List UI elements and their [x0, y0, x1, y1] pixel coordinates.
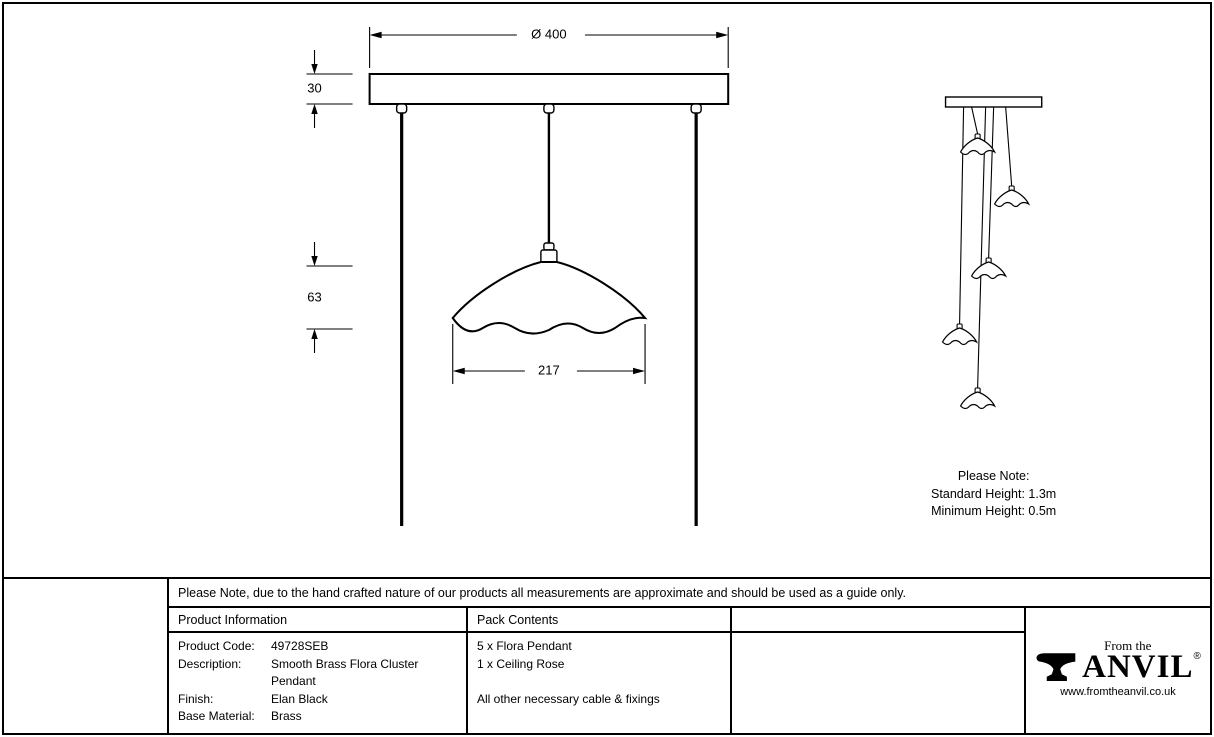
pack-contents-note: All other necessary cable & fixings [477, 691, 660, 706]
product-info-column: Product Information Product Code: 49728S… [169, 608, 468, 733]
pendant-cables [400, 113, 698, 526]
cable-grip-left [395, 103, 408, 114]
empty-column [732, 608, 1026, 733]
company-website: www.fromtheanvil.co.uk [1060, 686, 1176, 699]
mini-pendant-2 [994, 185, 1030, 208]
dim-plate-thickness-label: 30 [307, 80, 321, 95]
info-table: Product Information Product Code: 49728S… [169, 608, 1210, 733]
ceiling-plate [368, 73, 730, 114]
logo-cell: From the ANVIL® www.fromtheanvil.co.uk [1026, 608, 1210, 733]
registered-trademark: ® [1193, 650, 1201, 662]
technical-drawing: Ø 400 30 [306, 26, 1056, 526]
mini-pendant-3 [971, 257, 1007, 280]
pack-contents-body: 5 x Flora Pendant 1 x Ceiling Rose All o… [468, 633, 730, 708]
height-note-title: Please Note: [958, 469, 1030, 483]
disclaimer-bar: Please Note, due to the hand crafted nat… [169, 579, 1210, 608]
anvil-icon [1035, 647, 1077, 683]
mini-pendant-5 [959, 387, 996, 410]
dimension-shade-width: 217 [452, 324, 646, 384]
pack-item: 1 x Ceiling Rose [477, 656, 565, 671]
cable-grip-center [543, 103, 555, 114]
dim-shade-width-label: 217 [538, 362, 560, 377]
title-block: Please Note, due to the hand crafted nat… [4, 577, 1210, 733]
flora-shade-profile [451, 261, 648, 335]
cluster-illustration [941, 96, 1043, 410]
product-code-value: 49728SEB [271, 639, 329, 653]
description-row: Description: Smooth Brass Flora Cluster … [178, 656, 466, 691]
height-note: Please Note: Standard Height: 1.3m Minim… [931, 469, 1056, 518]
pack-item: 5 x Flora Pendant [477, 639, 572, 653]
dim-diameter-label: Ø 400 [531, 26, 566, 41]
flora-pendant-shade [451, 242, 648, 335]
finish-value: Elan Black [271, 691, 328, 706]
product-code-row: Product Code: 49728SEB [178, 638, 466, 656]
height-note-minimum: Minimum Height: 0.5m [931, 504, 1056, 518]
dim-shade-height-label: 63 [307, 289, 321, 304]
finish-label: Finish: [178, 691, 214, 706]
pack-contents-header: Pack Contents [468, 608, 730, 633]
height-note-standard: Standard Height: 1.3m [931, 487, 1056, 501]
mini-pendant-1 [959, 133, 996, 156]
disclaimer-text: Please Note, due to the hand crafted nat… [178, 585, 907, 600]
company-logo: From the ANVIL® [1035, 639, 1201, 683]
logo-name: ANVIL [1082, 648, 1194, 685]
base-material-label: Base Material: [178, 709, 255, 724]
description-label: Description: [178, 656, 242, 671]
dimension-shade-height: 63 [306, 242, 353, 353]
base-material-row: Base Material: Brass [178, 708, 466, 726]
pack-contents-column: Pack Contents 5 x Flora Pendant 1 x Ceil… [468, 608, 732, 733]
product-info-header: Product Information [169, 608, 466, 633]
logo-wordmark: From the ANVIL® [1082, 637, 1201, 685]
title-block-inner: Please Note, due to the hand crafted nat… [167, 579, 1210, 733]
dimension-plate-thickness: 30 [306, 50, 353, 128]
drawing-area: Ø 400 30 [4, 4, 1210, 577]
cluster-ceiling-plate [944, 96, 1043, 108]
empty-column-body [732, 633, 1024, 638]
lamp-holder-neck [543, 242, 555, 251]
empty-column-header [732, 608, 1024, 633]
finish-row: Finish: Elan Black [178, 691, 466, 709]
base-material-value: Brass [271, 709, 302, 724]
dimension-diameter: Ø 400 [369, 26, 729, 68]
mini-pendant-4 [941, 323, 978, 346]
logo-name-row: ANVIL® [1082, 648, 1201, 685]
product-code-label: Product Code: [178, 639, 255, 653]
cable-grip-right [690, 103, 702, 114]
logo-from-the: From the [1104, 637, 1152, 653]
product-info-body: Product Code: 49728SEB Description: Smoo… [169, 633, 466, 726]
description-value: Smooth Brass Flora Cluster Pendant [271, 656, 419, 689]
